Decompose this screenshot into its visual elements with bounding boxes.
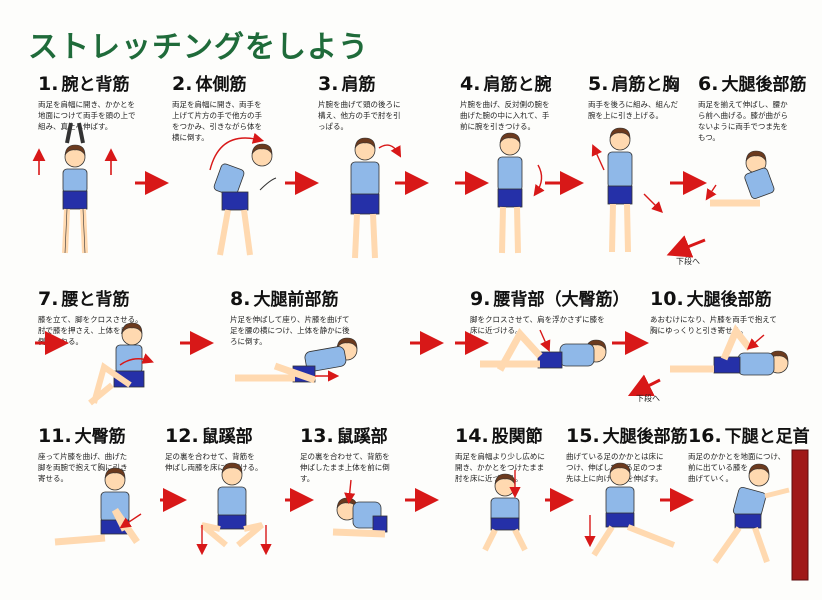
step-number: 15.: [566, 425, 600, 447]
step-label: 肩筋と腕: [483, 75, 552, 95]
step-number: 11.: [38, 425, 72, 447]
step-number: 9.: [470, 288, 491, 310]
step-2: 2.体側筋 両足を肩幅に開き、両手を上げて片方の手で他方の手をつかみ、引きながら…: [172, 70, 302, 143]
step-number: 13.: [300, 425, 334, 447]
step-description: 両足を肩幅より少し広めに開き、かかとをつけたまま肘を床に近づける。: [455, 452, 545, 483]
flow-arrows-row-1: [135, 171, 707, 258]
step-label: 大腿後部筋: [721, 75, 807, 95]
figure-8: [235, 337, 358, 384]
step-label: 体側筋: [195, 75, 247, 95]
step-description: 両足のかかとを地面につけ、前に出ている膝を曲げていく。: [688, 452, 786, 483]
step-label: 大腿前部筋: [253, 290, 339, 310]
step-description: 片腕を曲げて頭の後ろに構え、他方の手で肘を引っぱる。: [318, 100, 401, 131]
figure-14: [482, 470, 528, 552]
step-description: 両足を肩幅に開き、かかとを地面につけて両手を頭の上で組み、真上へ伸ばす。: [38, 100, 136, 131]
figure-3: [350, 137, 402, 259]
step-label: 下腿と足首: [724, 427, 810, 447]
step-description: 片足を伸ばして座り、片膝を曲げて足を腰の横につけ、上体を静かに後ろに倒す。: [230, 315, 350, 346]
step-1: 1.腕と背筋 両足を肩幅に開き、かかとを地面につけて両手を頭の上で組み、真上へ伸…: [38, 70, 168, 132]
figure-15: [584, 462, 676, 557]
figure-10: [670, 324, 789, 376]
next-row-note-1: 下段へ: [676, 257, 700, 266]
step-number: 12.: [165, 425, 199, 447]
figure-6: [705, 150, 775, 207]
step-description: 脚をクロスさせて、肩を浮かさずに膝を床に近づける。: [470, 315, 605, 335]
step-16: 16.下腿と足首 両足のかかとを地面につけ、前に出ている膝を曲げていく。: [688, 422, 818, 484]
step-3: 3.肩筋 片腕を曲げて頭の後ろに構え、他方の手で肘を引っぱる。: [318, 70, 448, 132]
figure-13: [332, 479, 388, 538]
step-description: 両足を揃えて伸ばし、腰から前へ曲げる。膝が曲がらないように両手でつま先をもつ。: [698, 100, 788, 142]
step-number: 14.: [455, 425, 489, 447]
figure-12: [196, 462, 272, 556]
step-label: 鼠蹊部: [201, 427, 253, 447]
figure-1: [32, 122, 118, 254]
step-description: あおむけになり、片膝を両手で抱えて胸にゆっくりと引き寄せる。: [650, 315, 777, 335]
wall-bar: [791, 449, 809, 581]
step-number: 4.: [460, 73, 481, 95]
step-10: 10.大腿後部筋 あおむけになり、片膝を両手で抱えて胸にゆっくりと引き寄せる。: [650, 285, 818, 336]
step-description: 片腕を曲げ、反対側の腕を曲げた腕の中に入れて、手前に腕を引きつける。: [460, 100, 550, 131]
step-label: 鼠蹊部: [336, 427, 388, 447]
step-number: 10.: [650, 288, 684, 310]
page-title: ストレッチングをしよう: [28, 30, 369, 65]
step-label: 大臀筋: [74, 427, 126, 447]
figure-7: [88, 322, 154, 406]
step-number: 7.: [38, 288, 59, 310]
figure-9: [480, 328, 607, 372]
step-number: 3.: [318, 73, 339, 95]
step-14: 14.股関節 両足を肩幅より少し広めに開き、かかとをつけたまま肘を床に近づける。: [455, 422, 570, 484]
step-label: 腕と背筋: [61, 75, 130, 95]
step-4: 4.肩筋と腕 片腕を曲げ、反対側の腕を曲げた腕の中に入れて、手前に腕を引きつける…: [460, 70, 578, 132]
figure-4: [497, 132, 545, 254]
step-label: 腰と背筋: [61, 290, 130, 310]
step-9: 9.腰背部（大臀筋） 脚をクロスさせて、肩を浮かさずに膝を床に近づける。: [470, 285, 640, 336]
step-12: 12.鼠蹊部 足の裏を合わせて、背筋を伸ばし両膝を床に近づける。: [165, 422, 290, 473]
step-number: 2.: [172, 73, 193, 95]
step-label: 股関節: [491, 427, 543, 447]
step-label: 肩筋: [341, 75, 376, 95]
step-description: 両手を後ろに組み、組んだ腕を上に引き上げる。: [588, 100, 678, 120]
figure-11: [54, 467, 142, 546]
figure-2: [209, 132, 277, 256]
step-label: 肩筋と胸: [611, 75, 680, 95]
step-label: 大腿後部筋: [602, 427, 688, 447]
next-row-note-2: 下段へ: [636, 394, 660, 403]
step-5: 5.肩筋と胸 両手を後ろに組み、組んだ腕を上に引き上げる。: [588, 70, 698, 121]
figure-5: [591, 127, 663, 253]
step-6: 6.大腿後部筋 両足を揃えて伸ばし、腰から前へ曲げる。膝が曲がらないように両手で…: [698, 70, 816, 143]
step-13: 13.鼠蹊部 足の裏を合わせて、背筋を伸ばしたまま上体を前に倒す。: [300, 422, 425, 484]
step-number: 6.: [698, 73, 719, 95]
step-number: 5.: [588, 73, 609, 95]
step-11: 11.大臀筋 座って片膝を曲げ、曲げた脚を両腕で抱えて胸に引き寄せる。: [38, 422, 163, 484]
step-description: 座って片膝を曲げ、曲げた脚を両腕で抱えて胸に引き寄せる。: [38, 452, 128, 483]
flow-arrows-row-2: [35, 331, 661, 397]
step-number: 16.: [688, 425, 722, 447]
step-8: 8.大腿前部筋 片足を伸ばして座り、片膝を曲げて足を腰の横につけ、上体を静かに後…: [230, 285, 400, 347]
step-description: 足の裏を合わせて、背筋を伸ばし両膝を床に近づける。: [165, 452, 263, 472]
step-description: 両足を肩幅に開き、両手を上げて片方の手で他方の手をつかみ、引きながら体を横に倒す…: [172, 100, 262, 142]
step-number: 1.: [38, 73, 59, 95]
figure-16: [712, 463, 790, 564]
step-label: 腰背部（大臀筋）: [493, 290, 630, 310]
step-number: 8.: [230, 288, 251, 310]
step-label: 大腿後部筋: [686, 290, 772, 310]
step-description: 足の裏を合わせて、背筋を伸ばしたまま上体を前に倒す。: [300, 452, 390, 483]
